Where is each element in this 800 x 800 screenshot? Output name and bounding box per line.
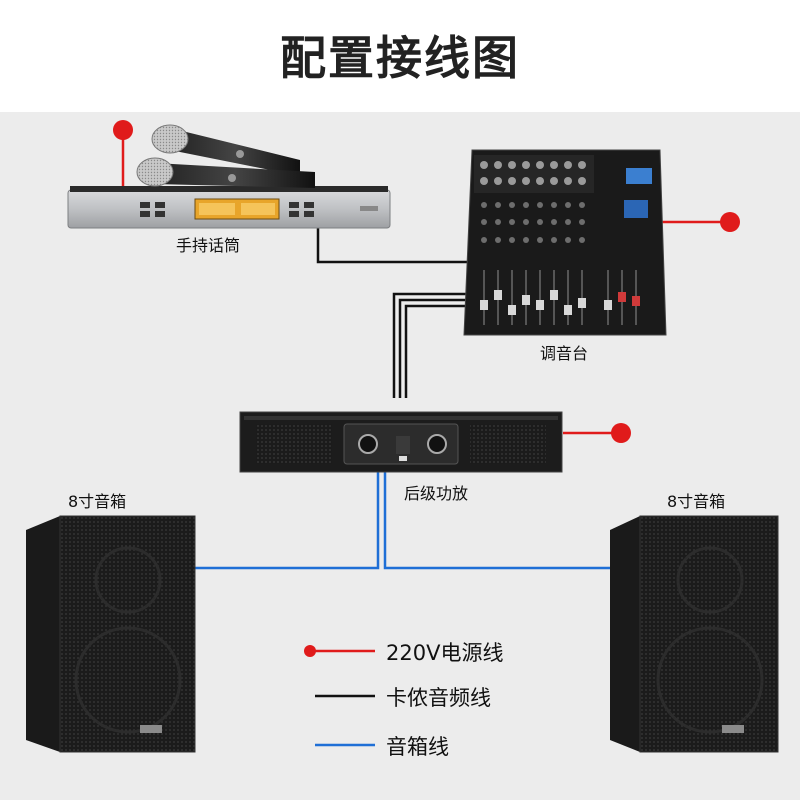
handheld-mic-icon xyxy=(136,124,315,188)
power-plug-icon xyxy=(113,120,133,140)
legend-label-speaker: 音箱线 xyxy=(386,735,449,759)
label-speaker-right: 8寸音箱 xyxy=(667,492,726,511)
label-microphone: 手持话筒 xyxy=(176,236,241,255)
header-band xyxy=(0,0,800,112)
audio-cable-mic-to-mixer xyxy=(316,225,470,264)
mixer-console-icon xyxy=(463,149,667,336)
label-mixer: 调音台 xyxy=(540,344,589,363)
power-amplifier-icon xyxy=(239,411,563,473)
power-cables xyxy=(121,130,728,435)
mic-receiver-icon xyxy=(67,186,391,229)
page-title: 配置接线图 xyxy=(280,31,520,85)
audio-cables-mixer-to-amp xyxy=(392,292,470,398)
label-speaker-left: 8寸音箱 xyxy=(68,492,127,511)
speaker-cables xyxy=(195,470,612,570)
power-plug-icon xyxy=(611,423,631,443)
legend-label-audio: 卡侬音频线 xyxy=(386,686,491,710)
power-plug-icon xyxy=(720,212,740,232)
label-amplifier: 后级功放 xyxy=(404,484,469,503)
legend-label-power: 220V电源线 xyxy=(386,641,504,665)
legend-power-symbol xyxy=(304,645,375,657)
speaker-left-icon xyxy=(26,515,196,753)
speaker-right-icon xyxy=(610,515,779,753)
